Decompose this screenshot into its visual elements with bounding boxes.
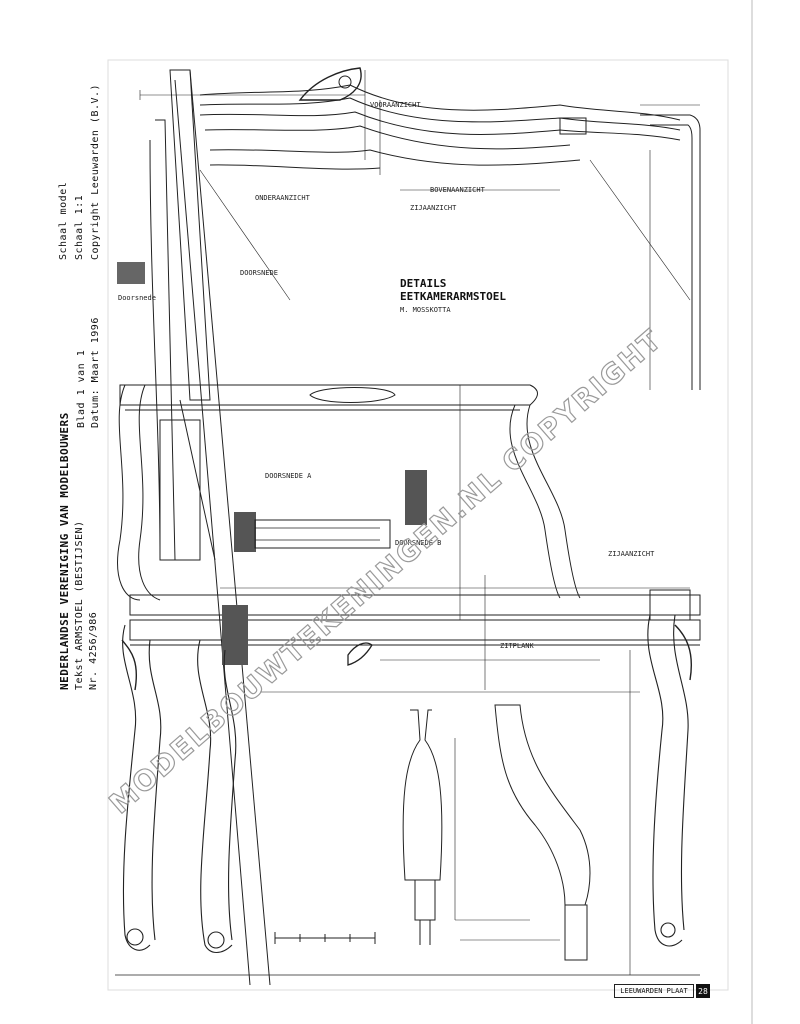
section-hatch-group	[117, 262, 427, 665]
back-post-side-view	[149, 69, 271, 986]
section-hatch-a	[222, 605, 248, 665]
label-doorsnede: DOORSNEDE	[240, 269, 278, 277]
mid-line-2: Datum: Maart 1996	[90, 317, 101, 428]
detail-subtitle: M. MOSSKOTTA	[400, 306, 451, 314]
title-line-1: NEDERLANDSE VERENIGING VAN MODELBOUWERS	[58, 412, 71, 690]
section-hatch-c	[405, 470, 427, 525]
front-legs	[115, 614, 700, 976]
scale-bar	[274, 932, 376, 944]
right-line-3: Copyright Leeuwarden (B.V.)	[90, 83, 101, 260]
backrest-top-view	[139, 67, 701, 390]
section-hatch-b	[234, 512, 256, 552]
detail-title-1: DETAILS	[400, 277, 446, 290]
label-doorsnede-a: DOORSNEDE A	[265, 472, 312, 480]
leg-detail-profiles	[402, 704, 591, 961]
legend-swatch-label: Doorsnede	[118, 294, 156, 302]
label-onderaanzicht: ONDERAANZICHT	[255, 194, 311, 202]
mid-line-1: Blad 1 van 1	[76, 349, 87, 428]
label-zijaanzicht-poot: ZIJAANZICHT	[608, 550, 655, 558]
armrest-side-view	[117, 384, 581, 690]
copyright-watermark: MODELBOUWTEKENINGEN.NL COPYRIGHT	[103, 322, 669, 820]
right-line-1: Schaal model	[58, 181, 69, 260]
label-doorsnede-b: DOORSNEDE B	[395, 539, 441, 547]
title-line-3: Nr. 4256/986	[88, 611, 99, 690]
label-zitplank: ZITPLANK	[500, 642, 535, 650]
label-zijaanzicht: ZIJAANZICHT	[410, 204, 457, 212]
title-line-2: Tekst ARMSTOEL (BESTIJSEN)	[74, 520, 85, 690]
right-line-2: Schaal 1:1	[74, 194, 85, 260]
page-number: 28	[696, 984, 710, 998]
legend-swatch	[117, 262, 145, 284]
page-frame	[107, 59, 729, 991]
label-vooraanzicht: VOORAANZICHT	[370, 101, 421, 109]
detail-title-2: EETKAMERARMSTOEL	[400, 290, 506, 303]
footer-label: LEEUWARDEN PLAAT	[614, 984, 694, 998]
label-bovenaanzicht: BOVENAANZICHT	[430, 186, 486, 194]
seat-rail	[129, 587, 701, 693]
